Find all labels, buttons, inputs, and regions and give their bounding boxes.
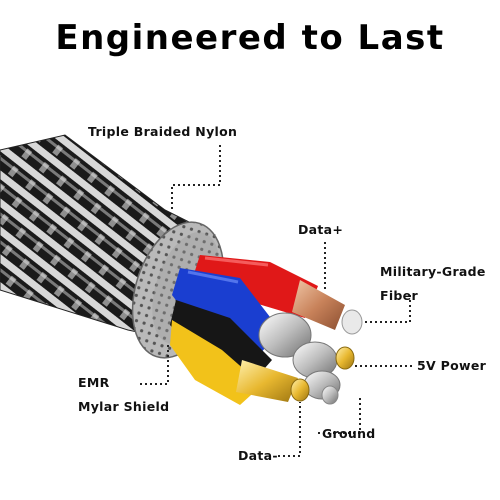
- label-military-grade-line1: Military-Grade: [380, 264, 486, 279]
- leader-braid: [171, 145, 221, 212]
- conductor-wires: [170, 255, 363, 405]
- leader-military: [362, 295, 411, 323]
- label-emr-line1: EMR: [78, 375, 110, 390]
- leader-data-minus: [278, 402, 301, 457]
- label-ground: Ground: [322, 426, 376, 441]
- page-headline: Engineered to Last: [55, 18, 445, 58]
- label-data-plus: Data+: [298, 222, 344, 237]
- label-emr-line2: Mylar Shield: [78, 399, 170, 414]
- leader-ground: [318, 395, 361, 434]
- label-data-minus: Data-: [238, 448, 278, 463]
- label-triple-braided-nylon: Triple Braided Nylon: [88, 124, 238, 139]
- label-5v-power: 5V Power: [417, 358, 487, 373]
- label-military-grade-line2: Fiber: [380, 288, 418, 303]
- leader-lines: [140, 145, 412, 457]
- silver-strands: [258, 312, 341, 400]
